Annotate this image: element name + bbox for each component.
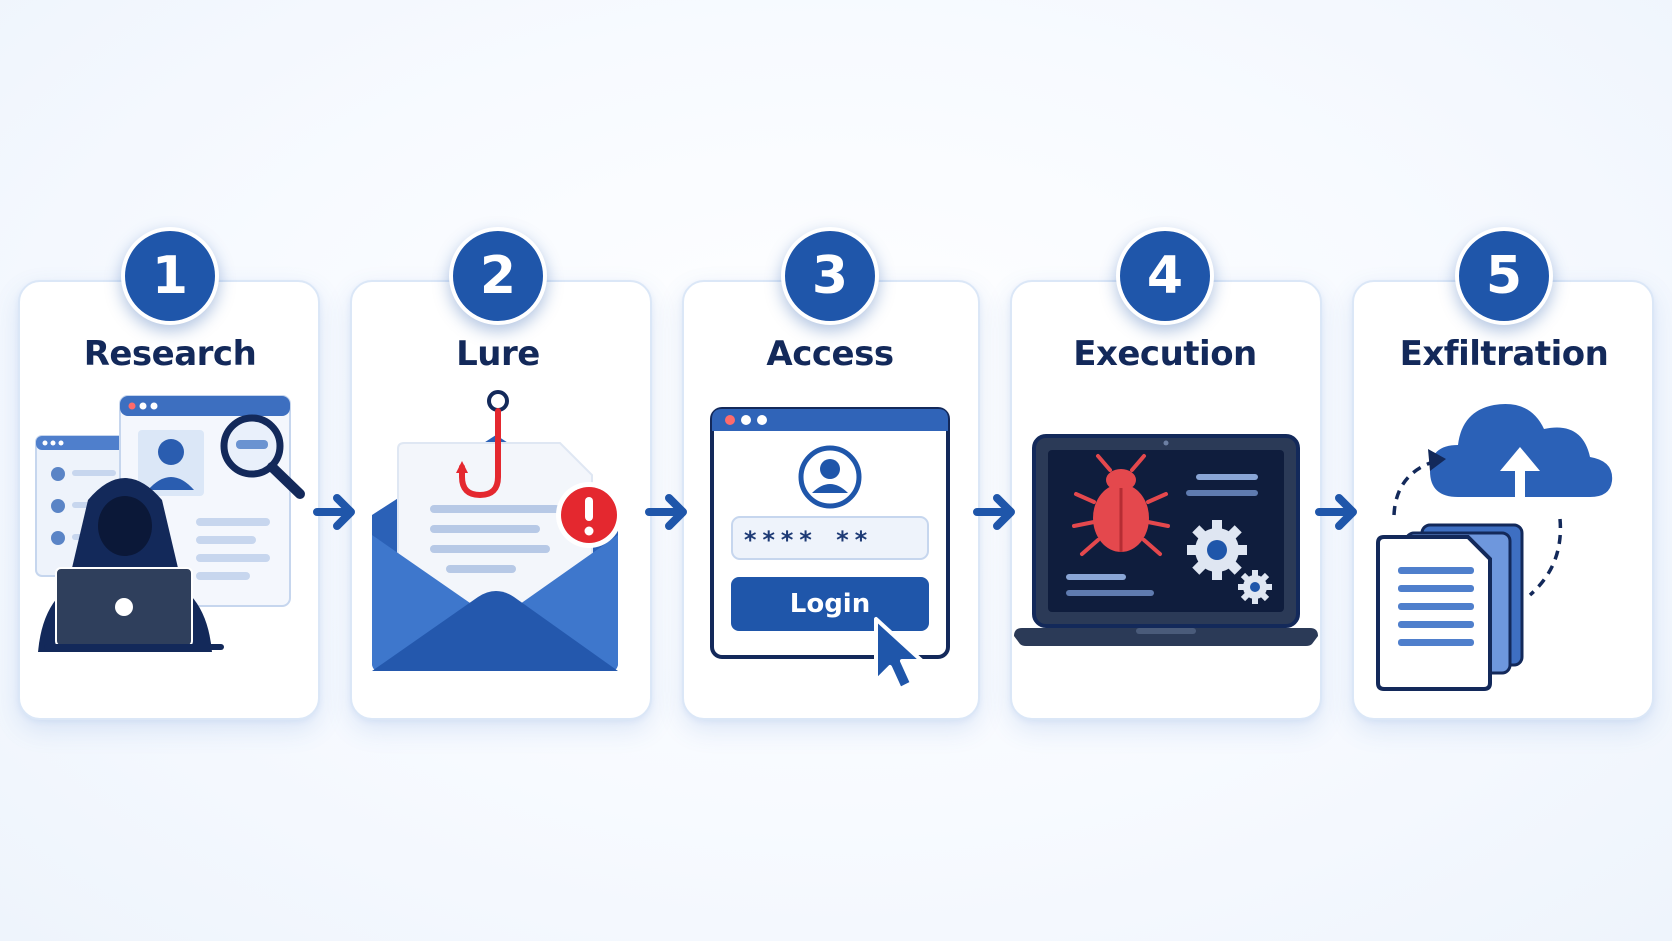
arrow-right-icon xyxy=(973,494,1015,530)
password-mask-text: **** ** xyxy=(743,526,873,554)
cloud-upload-icon xyxy=(1430,404,1613,510)
exfiltration-illustration xyxy=(1376,404,1613,691)
login-button[interactable]: Login xyxy=(789,589,871,619)
bug-icon xyxy=(1072,454,1170,556)
step-title: Research xyxy=(83,334,257,374)
cursor-icon xyxy=(874,617,924,691)
execution-illustration xyxy=(1014,434,1318,646)
gears-icon xyxy=(1187,520,1272,604)
password-field xyxy=(731,516,929,560)
laptop-icon xyxy=(1014,434,1318,646)
access-illustration xyxy=(710,407,950,691)
arrow-right-icon xyxy=(645,494,687,530)
user-avatar-icon xyxy=(798,445,862,509)
step-number-badge: 5 xyxy=(1455,227,1553,325)
documents-icon xyxy=(1376,523,1524,691)
magnifier-icon xyxy=(220,414,305,499)
step-title: Execution xyxy=(1073,334,1257,374)
alert-icon xyxy=(556,482,622,548)
fishing-hook-icon xyxy=(456,390,509,499)
email-envelope-icon xyxy=(372,435,618,671)
step-number-badge: 4 xyxy=(1116,227,1214,325)
arrow-right-icon xyxy=(313,494,355,530)
laptop-icon xyxy=(44,567,224,650)
step-title: Lure xyxy=(456,334,540,374)
step-title: Access xyxy=(766,334,894,374)
lure-illustration xyxy=(372,390,622,671)
login-button-shape xyxy=(731,577,929,631)
step-number-badge: 1 xyxy=(121,227,219,325)
step-number-badge: 2 xyxy=(449,227,547,325)
research-illustration xyxy=(35,395,305,652)
arrow-right-icon xyxy=(1315,494,1357,530)
step-number-badge: 3 xyxy=(781,227,879,325)
step-title: Exfiltration xyxy=(1399,334,1609,374)
